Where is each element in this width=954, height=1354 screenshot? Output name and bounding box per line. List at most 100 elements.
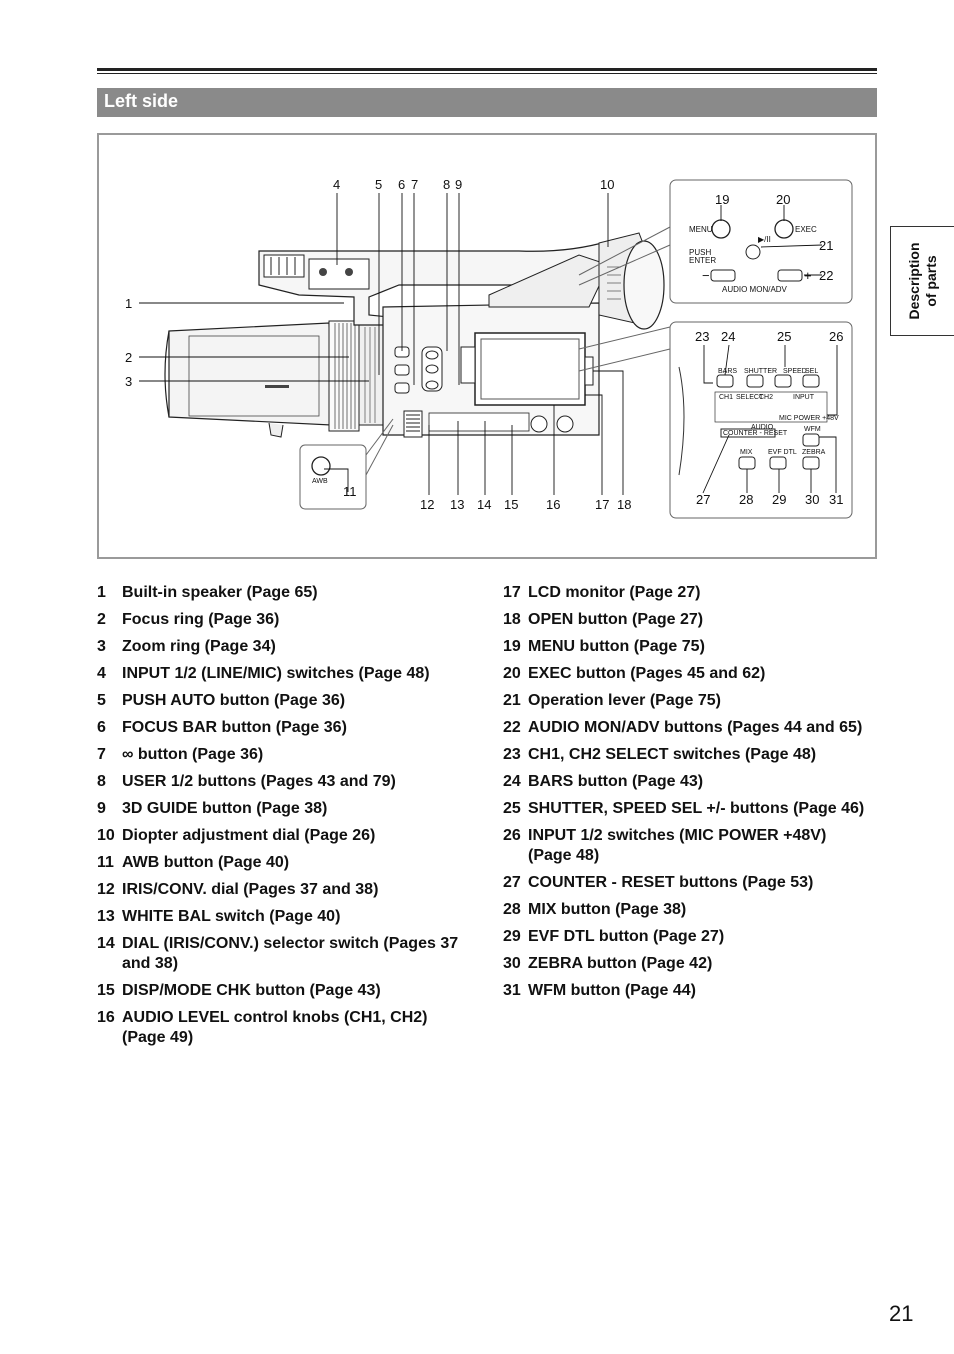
- callout-6: 6: [398, 177, 405, 192]
- callout-8: 8: [443, 177, 450, 192]
- callout-12: 12: [420, 497, 434, 512]
- callout-21: 21: [819, 238, 833, 253]
- audio-mon-adv-label: AUDIO MON/ADV: [722, 285, 788, 294]
- callout-15: 15: [504, 497, 518, 512]
- header-rule-thin: [97, 73, 877, 74]
- callout-16: 16: [546, 497, 560, 512]
- mic-power-label: MIC POWER +48V: [779, 415, 839, 422]
- plus-label: +: [804, 268, 812, 283]
- menu-label: MENU: [689, 225, 713, 234]
- shutter-label: SHUTTER: [744, 368, 777, 375]
- input-label: INPUT: [793, 394, 815, 401]
- audio-label: AUDIO: [751, 424, 774, 431]
- callout-13: 13: [450, 497, 464, 512]
- lens-rings: [328, 320, 384, 432]
- section-title-bar: Left side: [97, 88, 877, 117]
- awb-inset: AWB: [299, 418, 394, 510]
- header-rule: [97, 68, 877, 71]
- callout-10: 10: [600, 177, 614, 192]
- counter-reset-label: COUNTER - RESET: [723, 430, 788, 437]
- camera-left-side-figure: AWB MENU EXEC ▶/II PUSH ENTER − + AUDIO …: [97, 133, 877, 559]
- callout-30: 30: [805, 492, 819, 507]
- chapter-tab: Description of parts: [890, 226, 954, 336]
- callout-2: 2: [125, 350, 132, 365]
- push-label: PUSH: [689, 248, 711, 257]
- callout-18: 18: [617, 497, 631, 512]
- callout-1: 1: [125, 296, 132, 311]
- callout-25: 25: [777, 329, 791, 344]
- speed-label: SPEED: [783, 368, 807, 375]
- evf-dtl-label: EVF DTL: [768, 449, 797, 456]
- list-item: 7∞ button (Page 36): [97, 746, 264, 763]
- camera-illustration: AWB MENU EXEC ▶/II PUSH ENTER − + AUDIO …: [125, 177, 853, 519]
- page-number: 21: [889, 1301, 914, 1326]
- play-label: ▶/II: [758, 235, 771, 244]
- callout-28: 28: [739, 492, 753, 507]
- callout-29: 29: [772, 492, 786, 507]
- callout-5: 5: [375, 177, 382, 192]
- callout-3: 3: [125, 374, 132, 389]
- callout-24: 24: [721, 329, 735, 344]
- wfm-label: WFM: [804, 426, 821, 433]
- callout-4: 4: [333, 177, 340, 192]
- select-label: SELECT: [736, 394, 764, 401]
- handle: [258, 240, 620, 326]
- exec-label: EXEC: [795, 225, 817, 234]
- mix-label: MIX: [740, 449, 753, 456]
- callout-23: 23: [695, 329, 709, 344]
- callout-27: 27: [696, 492, 710, 507]
- lens-hood: [164, 322, 332, 438]
- chapter-tab-line1: Description: [906, 242, 922, 320]
- callout-9: 9: [455, 177, 462, 192]
- lcd-monitor: [460, 332, 594, 406]
- section-title: Left side: [104, 91, 179, 111]
- zebra-label: ZEBRA: [802, 449, 826, 456]
- menu-inset: MENU EXEC ▶/II PUSH ENTER − + AUDIO MON/…: [578, 179, 853, 304]
- chapter-tab-line2: of parts: [923, 255, 939, 307]
- ch2-label: CH2: [759, 394, 773, 401]
- sel-label: SEL: [805, 368, 818, 375]
- callout-31: 31: [829, 492, 843, 507]
- ch1-label: CH1: [719, 394, 733, 401]
- callout-22: 22: [819, 268, 833, 283]
- control-panel-inset: BARS SHUTTER SPEED SEL SELECT CH1 CH2 IN…: [578, 321, 853, 519]
- leader-lines: [139, 193, 838, 495]
- bars-label: BARS: [718, 368, 737, 375]
- callout-11: 11: [343, 484, 357, 499]
- callout-26: 26: [829, 329, 843, 344]
- callout-19: 19: [715, 192, 729, 207]
- callout-14: 14: [477, 497, 491, 512]
- minus-label: −: [702, 268, 710, 283]
- callout-17: 17: [595, 497, 609, 512]
- callout-20: 20: [776, 192, 790, 207]
